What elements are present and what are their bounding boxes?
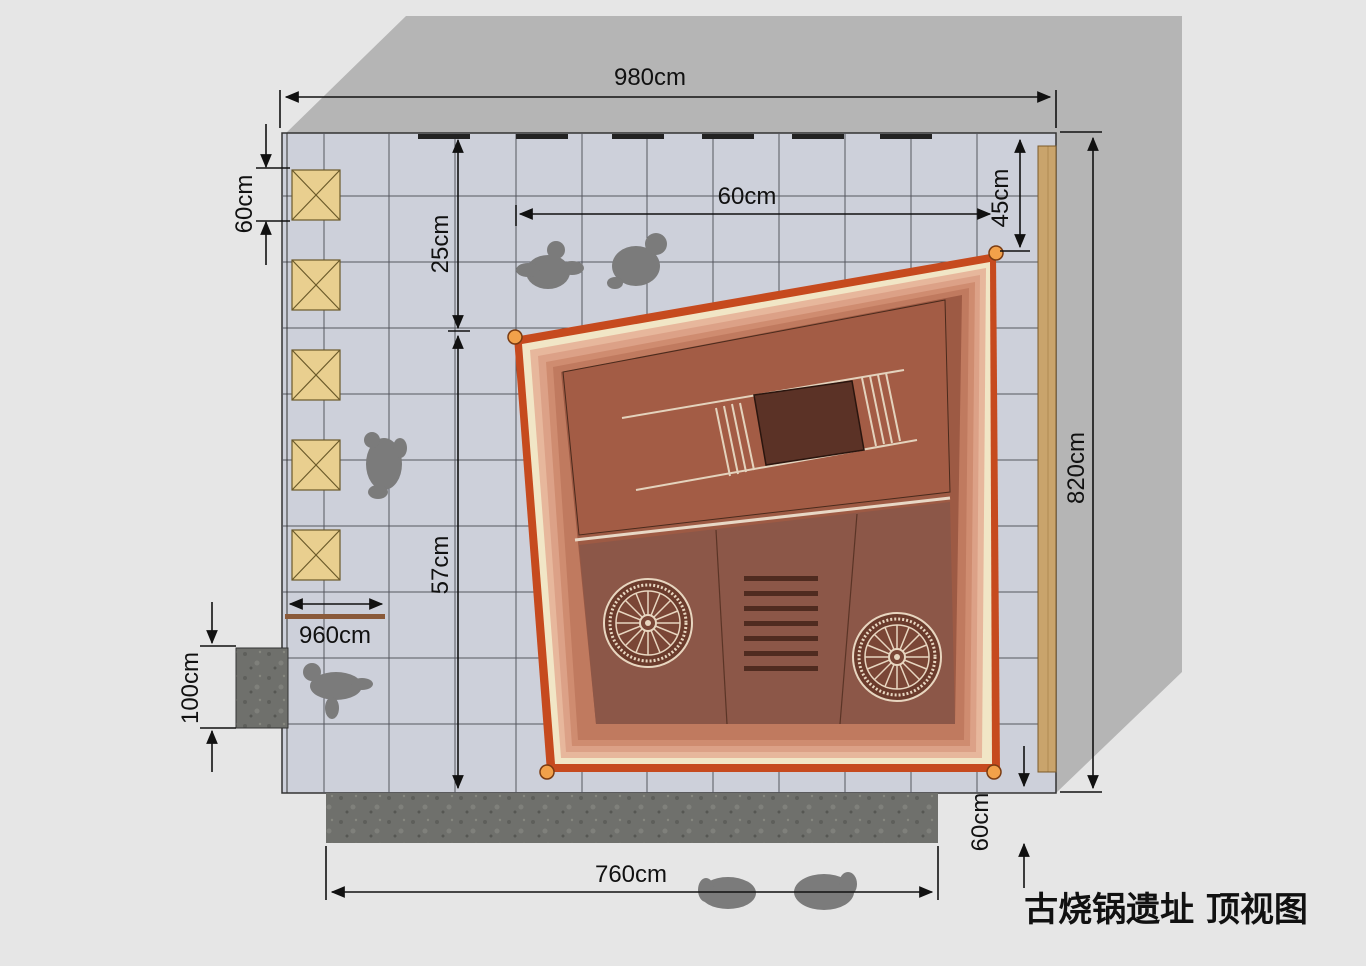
corner-post [988, 245, 1004, 261]
crates [291, 169, 341, 581]
platform-divider [574, 496, 951, 542]
label-upper-depth: 25cm [427, 215, 454, 274]
label-left-box: 60cm [231, 175, 258, 234]
label-lower-depth: 57cm [427, 536, 454, 595]
label-top-width: 980cm [614, 64, 686, 91]
top-wall-marks [418, 134, 932, 139]
visitor-figure [607, 233, 667, 289]
crate [291, 439, 341, 491]
corner-posts [507, 245, 1004, 780]
label-side-stone: 100cm [177, 652, 204, 724]
crate [291, 349, 341, 401]
label-inner-span: 60cm [718, 183, 777, 210]
still-chamber [753, 380, 865, 466]
chamber-split-2 [839, 513, 858, 725]
label-right-height: 820cm [1063, 432, 1090, 504]
drawing-title: 古烧锅遗址 顶视图 [1024, 890, 1308, 930]
wood-rail [285, 614, 385, 619]
visitor-figure [516, 241, 584, 289]
ladder-frame [621, 369, 918, 491]
corner-post [539, 764, 555, 780]
visitor-figure [303, 663, 373, 719]
side-stone [235, 647, 289, 729]
wheel-right [852, 612, 942, 702]
visitor-figure [698, 877, 756, 909]
visitor-figure [794, 872, 857, 910]
grate [744, 576, 818, 671]
dimension-lines [200, 90, 1102, 900]
label-bottom-width: 760cm [595, 861, 667, 888]
corner-post [986, 764, 1002, 780]
label-top-right-offset: 45cm [987, 169, 1014, 228]
chamber-split-1 [715, 529, 728, 725]
upper-platform [562, 299, 951, 536]
visitor-figure [364, 432, 407, 499]
label-bottom-right-offset: 60cm [967, 793, 994, 852]
corner-post [507, 329, 523, 345]
crate [291, 529, 341, 581]
crate [291, 259, 341, 311]
label-left-bar: 960cm [299, 622, 371, 649]
bottom-stone-strip [326, 793, 938, 843]
timber-strip [1037, 145, 1057, 773]
wheel-left [603, 578, 693, 668]
crate [291, 169, 341, 221]
